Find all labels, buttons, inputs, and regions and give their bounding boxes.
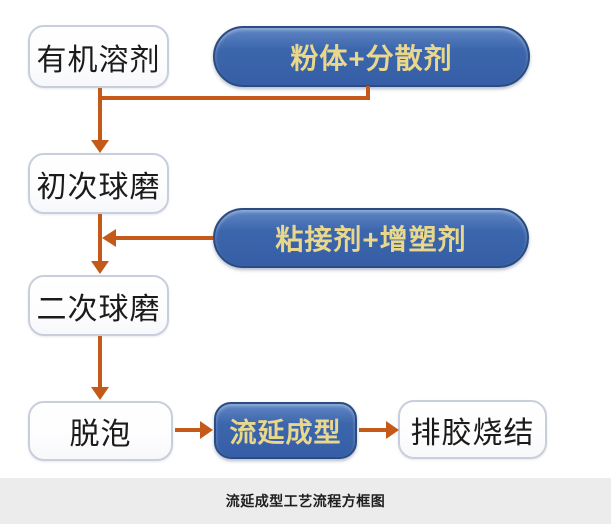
node-defoaming: 脱泡	[28, 401, 173, 461]
connector-second-milling-to-defoaming	[98, 336, 102, 388]
connector-binder-to-milling-line	[115, 236, 213, 240]
connector-first-to-second-milling	[98, 214, 102, 262]
node-organic-solvent: 有机溶剂	[28, 25, 169, 88]
node-tape-casting: 流延成型	[214, 402, 357, 459]
node-first-ball-milling: 初次球磨	[28, 153, 169, 214]
arrowhead-down-icon	[91, 387, 109, 400]
node-second-ball-milling: 二次球磨	[28, 275, 169, 336]
connector-powder-branch	[98, 96, 370, 100]
connector-defoaming-to-tape-casting	[175, 428, 201, 432]
arrowhead-left-icon	[102, 229, 116, 247]
connector-tape-casting-to-debinding	[359, 428, 387, 432]
arrowhead-down-icon	[91, 261, 109, 274]
arrowhead-down-icon	[91, 140, 109, 153]
arrowhead-right-icon	[386, 421, 399, 439]
node-binder-plasticizer: 粘接剂+增塑剂	[213, 208, 529, 268]
diagram-caption: 流延成型工艺流程方框图	[225, 493, 386, 509]
node-powder-dispersant: 粉体+分散剂	[213, 26, 530, 87]
connector-organic-to-first-milling	[98, 88, 102, 141]
node-debinding-sintering: 排胶烧结	[398, 400, 547, 459]
connector-powder-drop	[366, 86, 370, 100]
arrowhead-right-icon	[200, 421, 213, 439]
caption-bar: 流延成型工艺流程方框图	[0, 478, 611, 524]
